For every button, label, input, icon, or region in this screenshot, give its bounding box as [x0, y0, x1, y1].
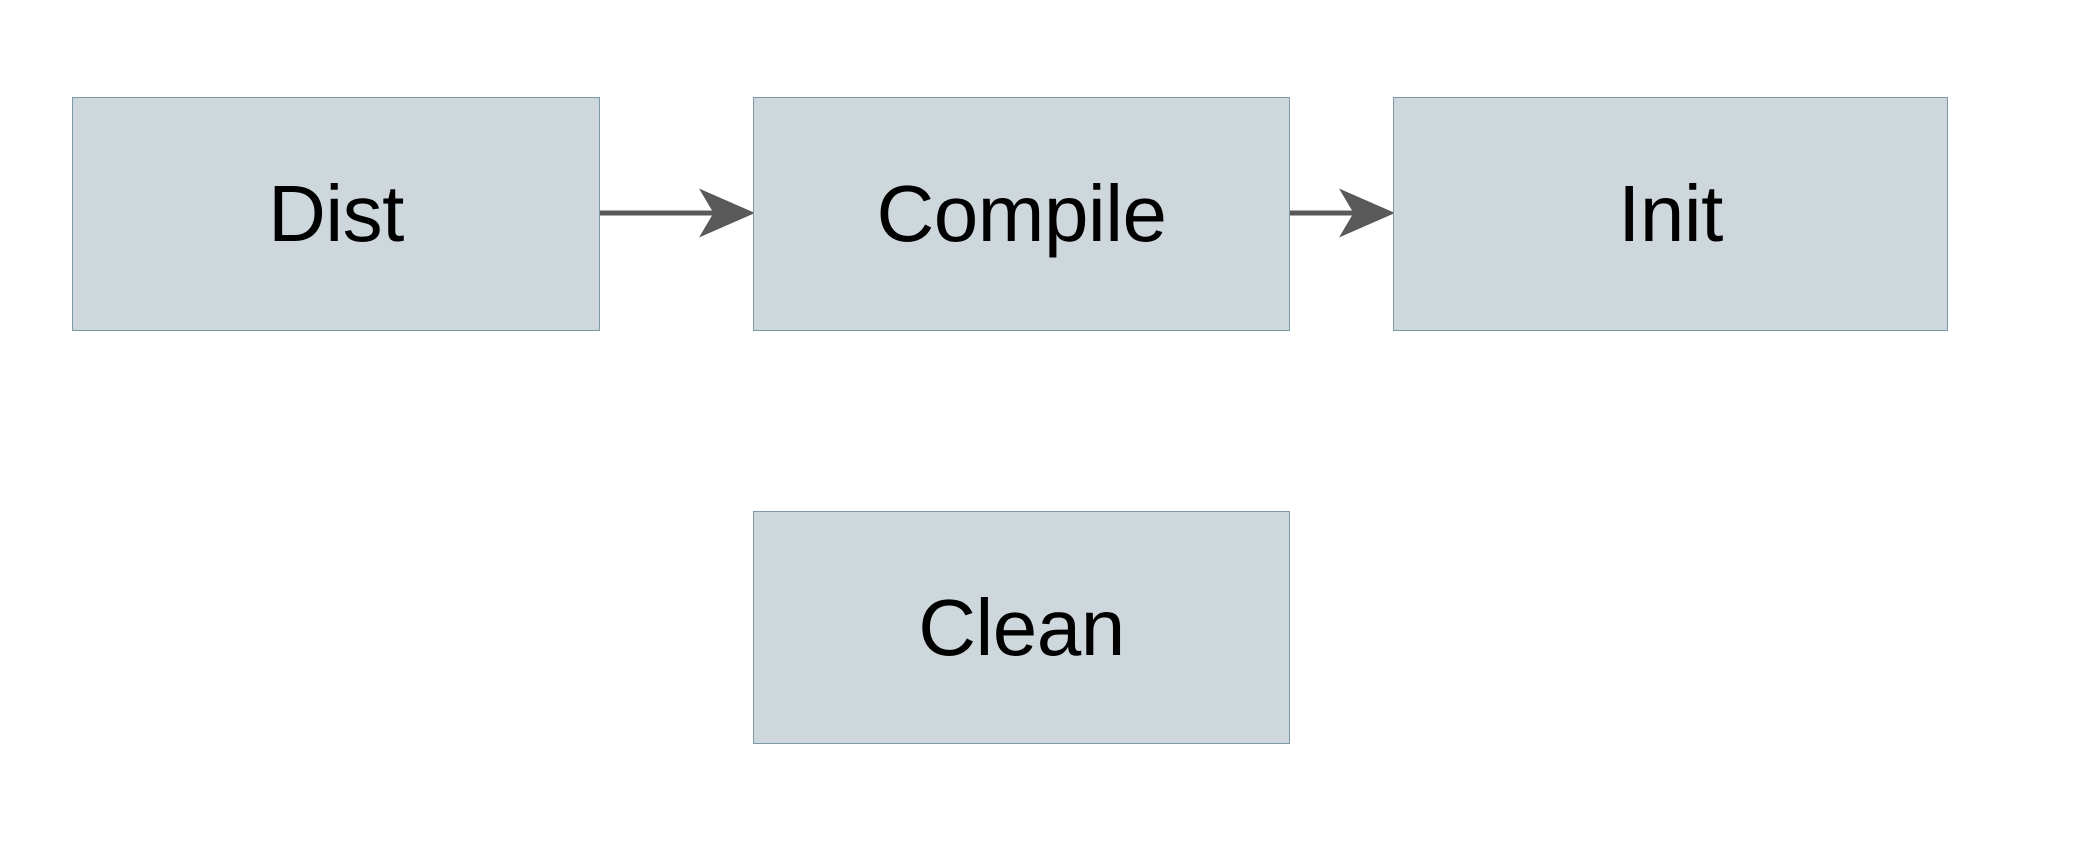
node-dist-label: Dist — [268, 169, 404, 258]
node-compile[interactable]: Compile — [753, 97, 1290, 331]
edge-compile-to-init-hitarea[interactable] — [1290, 196, 1393, 230]
node-init[interactable]: Init — [1393, 97, 1948, 331]
node-dist[interactable]: Dist — [72, 97, 600, 331]
node-clean[interactable]: Clean — [753, 511, 1290, 744]
node-compile-label: Compile — [876, 169, 1167, 258]
node-init-label: Init — [1618, 169, 1723, 258]
node-clean-label: Clean — [918, 582, 1125, 672]
edge-dist-to-compile-hitarea[interactable] — [600, 196, 753, 230]
